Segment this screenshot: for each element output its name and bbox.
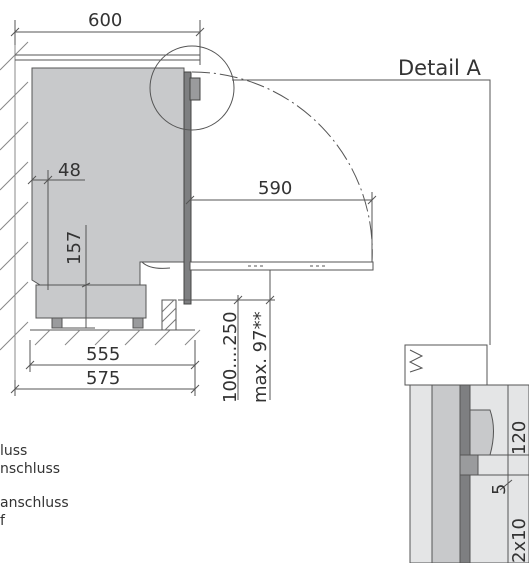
- door-swing-arc: [191, 71, 373, 263]
- dim-157: [60, 225, 95, 329]
- open-door: [141, 261, 374, 271]
- dim-plinth-range-label: 100....250: [220, 311, 241, 403]
- plinth-hatching: [161, 299, 177, 331]
- detail-a-label: Detail A: [398, 56, 481, 80]
- wall-hatching: [0, 30, 29, 385]
- dim-555-label: 555: [86, 344, 120, 365]
- legend-gap: [0, 478, 69, 495]
- detail-a-section: [404, 344, 529, 563]
- dim-575-label: 575: [86, 368, 120, 389]
- detail-leader: [232, 79, 491, 345]
- door-front: [183, 71, 192, 305]
- legend-line-4: f: [0, 512, 5, 529]
- dim-590-label: 590: [258, 178, 292, 199]
- dim-600-label: 600: [88, 10, 122, 31]
- dim-max-97-label: max. 97**: [250, 311, 271, 403]
- appliance-base: [35, 284, 147, 319]
- detail-dim-5-label: 5: [489, 484, 510, 495]
- legend-line-3: anschluss: [0, 495, 69, 511]
- detail-circle: [149, 45, 235, 131]
- floor-hatching: [34, 329, 201, 346]
- legend-line-1: luss: [0, 443, 28, 459]
- dim-48: [27, 170, 85, 290]
- dim-157-label: 157: [64, 231, 85, 265]
- dim-48-label: 48: [58, 160, 81, 181]
- foot-left: [51, 317, 63, 329]
- dim-590: [185, 192, 377, 262]
- dim-575: [10, 372, 200, 396]
- appliance-body: [31, 67, 185, 309]
- legend: luss nschluss anschluss f: [0, 443, 69, 530]
- dim-600: [10, 20, 205, 65]
- door-handle: [189, 77, 201, 101]
- dim-max-97: [228, 270, 275, 400]
- detail-dim-120-label: 120: [509, 421, 529, 455]
- detail-dim-2x10-label: 2x10: [509, 518, 529, 563]
- foot-right: [132, 317, 144, 329]
- legend-line-2: nschluss: [0, 460, 61, 477]
- worktop-outline: [15, 54, 200, 61]
- dim-555: [25, 340, 200, 372]
